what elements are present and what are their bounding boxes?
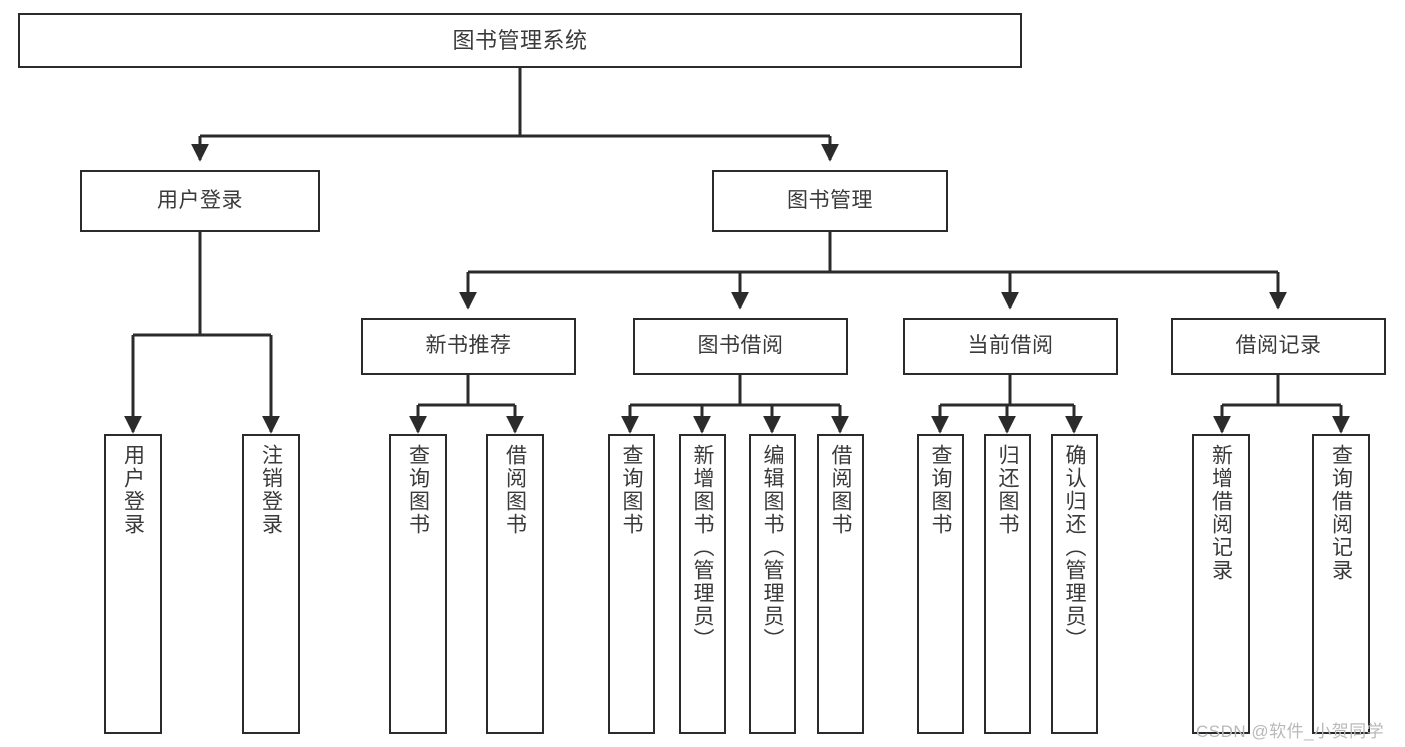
node-label: 用户登录 <box>121 444 145 536</box>
node-label: 用户登录 <box>157 188 243 212</box>
node-label: 借阅图书 <box>503 444 527 536</box>
node-label: 查询借阅记录 <box>1329 444 1353 582</box>
node-label: 借阅记录 <box>1235 334 1322 358</box>
leaf-current-return-book[interactable]: 归还图书 <box>984 434 1031 734</box>
node-book-borrow[interactable]: 图书借阅 <box>633 318 848 375</box>
node-current-borrow[interactable]: 当前借阅 <box>903 318 1118 375</box>
leaf-borrow-borrow-book[interactable]: 借阅图书 <box>817 434 864 734</box>
watermark-text: CSDN @软件_小贺同学 <box>1196 722 1385 741</box>
node-label: 当前借阅 <box>967 334 1054 358</box>
node-label: 查询图书 <box>620 444 643 536</box>
node-label: 注销登录 <box>259 444 283 536</box>
node-label: 图书管理 <box>787 188 873 212</box>
leaf-record-add-record[interactable]: 新增借阅记录 <box>1192 434 1250 734</box>
node-label: 图书管理系统 <box>452 27 588 53</box>
node-label: 编辑图书（管理员） <box>761 444 784 651</box>
node-label: 新增图书（管理员） <box>691 444 714 651</box>
node-label: 查询图书 <box>406 444 430 536</box>
leaf-current-confirm-return-admin[interactable]: 确认归还（管理员） <box>1051 434 1098 734</box>
node-label: 图书借阅 <box>697 334 784 358</box>
leaf-user-login-logout[interactable]: 注销登录 <box>242 434 300 734</box>
leaf-record-query-record[interactable]: 查询借阅记录 <box>1312 434 1370 734</box>
leaf-borrow-query-book[interactable]: 查询图书 <box>608 434 655 734</box>
leaf-current-query-book[interactable]: 查询图书 <box>917 434 964 734</box>
node-root-system[interactable]: 图书管理系统 <box>18 13 1022 68</box>
leaf-recommend-query-book[interactable]: 查询图书 <box>389 434 447 734</box>
node-book-management[interactable]: 图书管理 <box>712 170 948 232</box>
node-label: 新增借阅记录 <box>1209 444 1233 582</box>
leaf-user-login-login[interactable]: 用户登录 <box>104 434 162 734</box>
leaf-recommend-borrow-book[interactable]: 借阅图书 <box>486 434 544 734</box>
node-label: 借阅图书 <box>829 444 852 536</box>
node-borrow-record[interactable]: 借阅记录 <box>1171 318 1386 375</box>
leaf-borrow-edit-book-admin[interactable]: 编辑图书（管理员） <box>749 434 796 734</box>
leaf-borrow-add-book-admin[interactable]: 新增图书（管理员） <box>679 434 726 734</box>
node-new-book-recommend[interactable]: 新书推荐 <box>361 318 576 375</box>
node-label: 确认归还（管理员） <box>1063 444 1086 651</box>
node-label: 新书推荐 <box>425 334 512 358</box>
node-user-login[interactable]: 用户登录 <box>80 170 320 232</box>
node-label: 查询图书 <box>929 444 952 536</box>
node-label: 归还图书 <box>996 444 1019 536</box>
